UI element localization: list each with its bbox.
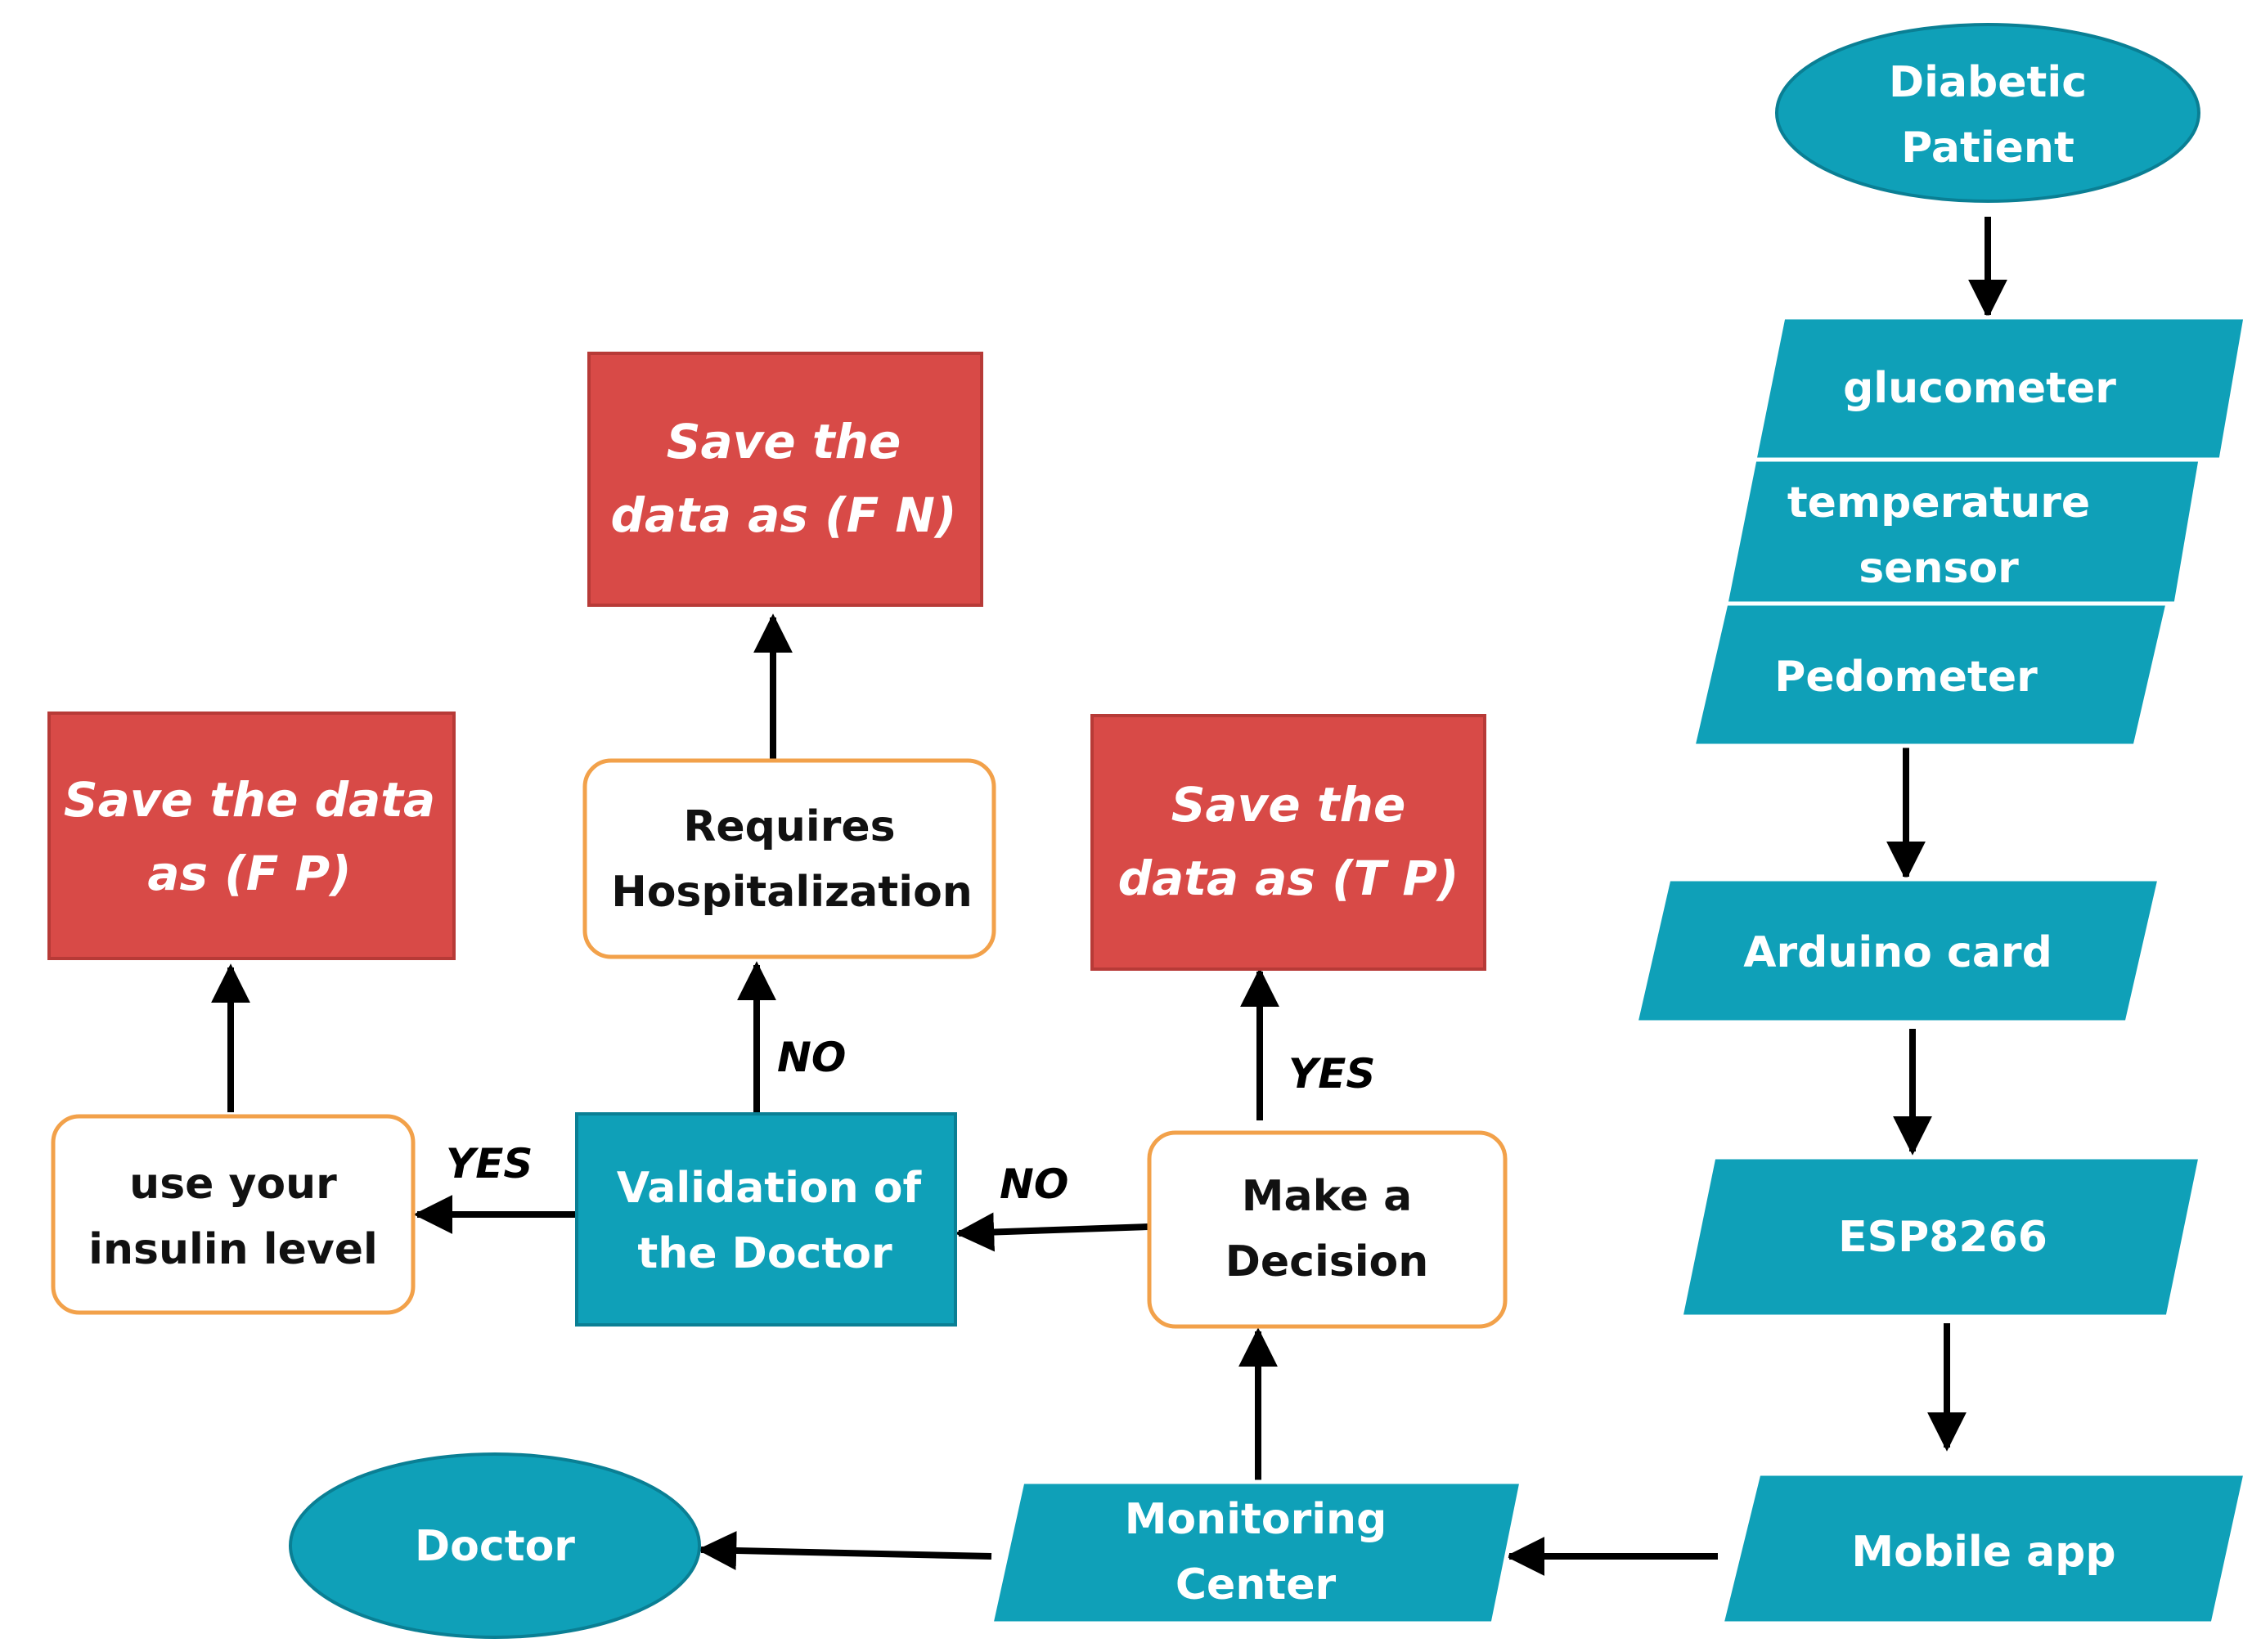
save-tp-line1: Save the: [1171, 777, 1406, 833]
node-insulin-level: use your insulin level: [51, 1114, 416, 1315]
edge-label-validation-yes: YES: [446, 1140, 533, 1187]
node-make-decision: Make a Decision: [1147, 1130, 1508, 1329]
ellipse-shape: [1775, 23, 2200, 203]
save-fp-line1: Save the data: [64, 772, 435, 828]
node-arduino-card: Arduino card: [1633, 877, 2163, 1025]
node-requires-hospitalization: Requires Hospitalization: [582, 758, 996, 959]
insulin-line2: insulin level: [88, 1225, 378, 1274]
node-save-tp: Save the data as (T P): [1090, 714, 1486, 971]
edges: [211, 217, 2007, 1576]
node-mobile-app: Mobile app: [1719, 1471, 2249, 1626]
glucometer-label: glucometer: [1843, 364, 2116, 413]
doctor-label: Doctor: [415, 1522, 575, 1571]
save-fp-line2: as (F P): [147, 846, 351, 901]
node-save-fp: Save the data as (F P): [47, 712, 456, 960]
node-pedometer: Pedometer: [1690, 601, 2171, 748]
validation-line1: Validation of: [617, 1164, 923, 1213]
diabetic-patient-line2: Patient: [1901, 123, 2074, 173]
edge-label-decision-yes: YES: [1288, 1050, 1375, 1098]
arduino-card-label: Arduino card: [1743, 928, 2052, 977]
edge-label-validation-no: NO: [777, 1034, 846, 1081]
node-esp8266: ESP8266: [1678, 1155, 2204, 1319]
requires-hosp-line2: Hospitalization: [611, 868, 973, 917]
monitoring-center-line1: Monitoring: [1125, 1495, 1387, 1544]
arrow-monitoring-to-doctor: [697, 1530, 992, 1570]
arrow-decision-to-validation: [955, 1212, 1149, 1252]
node-glucometer: glucometer: [1751, 315, 2248, 462]
pedometer-label: Pedometer: [1774, 653, 2038, 702]
node-validation-doctor: Validation of the Doctor: [575, 1112, 957, 1327]
node-diabetic-patient: Diabetic Patient: [1775, 23, 2200, 203]
monitoring-center-line2: Center: [1175, 1560, 1337, 1609]
mobile-app-label: Mobile app: [1851, 1528, 2115, 1577]
node-temperature-sensor: temperature sensor: [1723, 457, 2203, 606]
node-doctor: Doctor: [289, 1452, 701, 1639]
requires-hosp-line1: Requires: [683, 802, 895, 851]
save-fn-line1: Save the: [667, 414, 901, 469]
save-fn-line2: data as (F N): [611, 487, 957, 543]
temperature-sensor-line2: sensor: [1859, 544, 2019, 593]
edge-label-decision-no: NO: [1000, 1160, 1068, 1208]
esp8266-label: ESP8266: [1838, 1213, 2047, 1262]
make-decision-line2: Decision: [1225, 1237, 1429, 1286]
node-save-fn: Save the data as (F N): [587, 352, 983, 607]
insulin-line1: use your: [129, 1160, 337, 1209]
make-decision-line1: Make a: [1242, 1172, 1412, 1221]
node-monitoring-center: Monitoring Center: [988, 1479, 1525, 1626]
save-tp-line2: data as (T P): [1118, 851, 1459, 906]
diabetic-patient-line1: Diabetic: [1889, 58, 2087, 107]
validation-line2: the Doctor: [637, 1229, 892, 1278]
temperature-sensor-line1: temperature: [1787, 478, 2090, 527]
